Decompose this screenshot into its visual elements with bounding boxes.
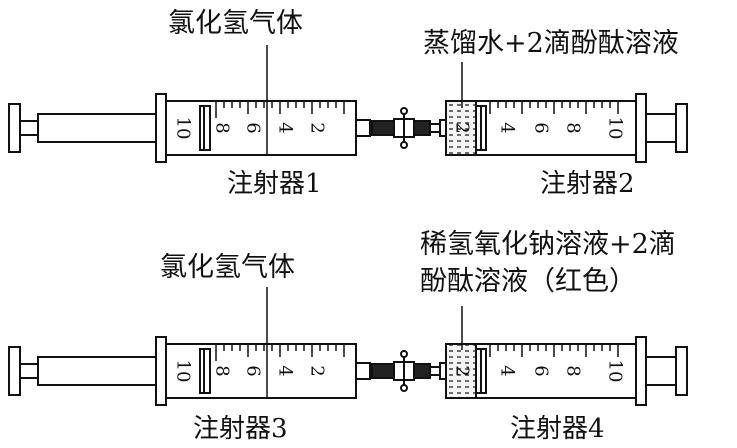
scale-number: 10 <box>605 117 626 140</box>
naoh-label-line1: 稀氢氧化钠溶液+2滴 <box>420 229 676 260</box>
scale-number: 2 <box>452 365 473 376</box>
hcl-gas-label-top: 氯化氢气体 <box>168 8 303 39</box>
syringe-4-scale: 2 4 6 8 10 <box>452 360 626 383</box>
syringe-2-caption: 注射器2 <box>540 169 635 199</box>
syringe-4 <box>439 336 688 406</box>
naoh-label-line2: 酚酞溶液（红色） <box>420 266 636 297</box>
scale-number: 6 <box>531 122 552 133</box>
syringe-2 <box>439 93 688 163</box>
scale-number: 2 <box>452 122 473 133</box>
syringe-1-caption: 注射器1 <box>227 169 322 199</box>
syringe-4-caption: 注射器4 <box>510 414 605 444</box>
scale-number: 2 <box>307 365 328 376</box>
syringe-3-scale: 10 8 6 4 2 <box>173 360 328 383</box>
scale-number: 2 <box>307 122 328 133</box>
hcl-gas-label-bottom: 氯化氢气体 <box>160 252 295 283</box>
scale-number: 6 <box>243 365 264 376</box>
syringe-2-scale: 2 4 6 8 10 <box>452 117 626 140</box>
connector-1 <box>370 107 440 149</box>
syringe-3 <box>8 336 371 406</box>
scale-number: 10 <box>173 360 194 383</box>
scale-number: 8 <box>563 365 584 376</box>
syringe-3-caption: 注射器3 <box>193 414 288 444</box>
syringe-2-ticks <box>489 101 619 114</box>
scale-number: 8 <box>212 365 233 376</box>
scale-number: 8 <box>563 122 584 133</box>
syringe-4-ticks <box>489 344 619 357</box>
scale-number: 4 <box>275 122 296 133</box>
scale-number: 6 <box>243 122 264 133</box>
scale-number: 10 <box>605 360 626 383</box>
syringe-1-scale: 10 8 6 4 2 <box>173 117 328 140</box>
syringe-1-ticks <box>215 101 345 118</box>
scale-number: 4 <box>497 122 518 133</box>
scale-number: 4 <box>497 365 518 376</box>
connector-2 <box>370 350 440 392</box>
scale-number: 8 <box>212 122 233 133</box>
syringe-1 <box>8 93 371 163</box>
water-phenolphthalein-label: 蒸馏水+2滴酚酞溶液 <box>423 28 679 59</box>
scale-number: 4 <box>275 365 296 376</box>
syringe-3-ticks <box>215 344 345 361</box>
scale-number: 6 <box>531 365 552 376</box>
scale-number: 10 <box>173 117 194 140</box>
